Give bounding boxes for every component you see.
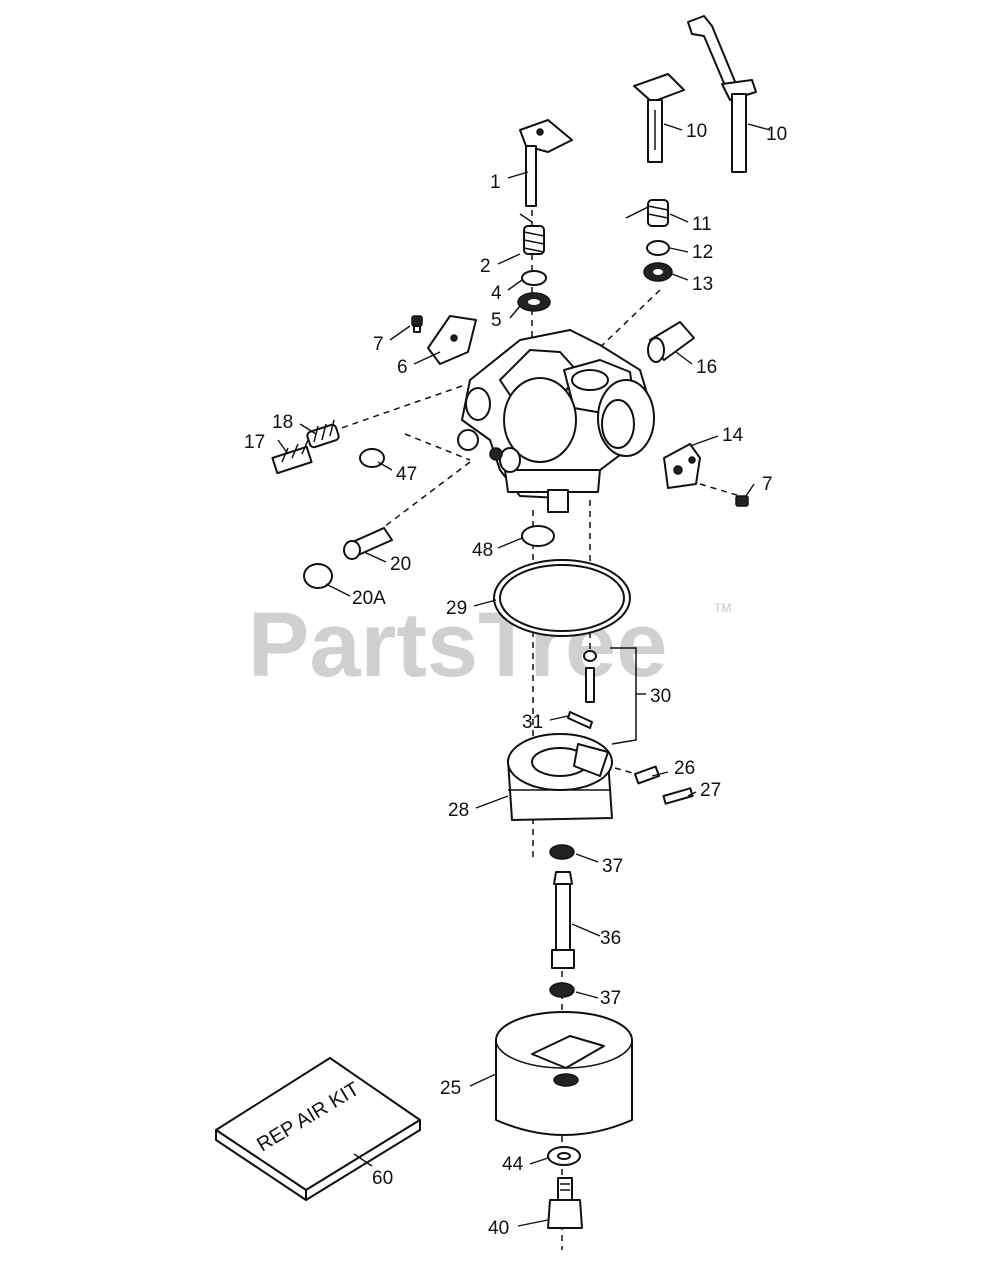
- cap-part-20a: [303, 563, 333, 589]
- float-bowl-part-25: [495, 1011, 633, 1136]
- callout-17: 17: [244, 432, 265, 453]
- washer-part-37b: [549, 982, 575, 998]
- gasket-part-29: [493, 559, 631, 637]
- spring-part-11: [625, 199, 669, 227]
- callout-48: 48: [472, 540, 493, 561]
- pin-part-27: [662, 787, 694, 805]
- callout-37b: 37: [600, 988, 621, 1009]
- callout-13: 13: [692, 274, 713, 295]
- plate-part-14: [663, 443, 701, 489]
- callout-20: 20: [390, 554, 411, 575]
- washer-part-44: [547, 1146, 581, 1166]
- callout-12: 12: [692, 242, 713, 263]
- callout-27: 27: [700, 780, 721, 801]
- bolt-part-36: [551, 871, 575, 969]
- callout-2: 2: [480, 256, 491, 277]
- callout-7a: 7: [373, 334, 384, 355]
- screw-part-7b: [735, 495, 749, 507]
- screw-part-7a: [411, 315, 423, 333]
- choke-shaft-part-10a: [633, 73, 685, 163]
- tube-part-16: [647, 321, 695, 363]
- washer-part-12: [646, 240, 670, 256]
- callout-labels: 1 2 4 5 7 6 10 10 11 12 13 16 14 7 18 17…: [244, 121, 787, 1239]
- spring-part-18: [306, 419, 340, 449]
- choke-shaft-part-10b: [687, 15, 757, 173]
- callout-36: 36: [600, 928, 621, 949]
- repair-kit-part-60: REP AIR KIT: [215, 1057, 421, 1201]
- callout-20a: 20A: [352, 588, 386, 609]
- washer-part-37a: [549, 844, 575, 860]
- callout-40: 40: [488, 1218, 509, 1239]
- callout-60: 60: [372, 1168, 393, 1189]
- leader-lines: [277, 123, 771, 1227]
- callout-1: 1: [490, 172, 501, 193]
- watermark-tm: TM: [714, 601, 731, 615]
- throttle-shaft-part: [519, 119, 573, 207]
- plug-part-47: [359, 448, 385, 468]
- seal-part-5: [517, 292, 551, 312]
- callout-44: 44: [502, 1154, 524, 1175]
- callout-37a: 37: [602, 856, 623, 877]
- callout-6: 6: [397, 357, 408, 378]
- callout-25: 25: [440, 1078, 461, 1099]
- callout-7b: 7: [762, 474, 773, 495]
- jet-part-20: [343, 527, 393, 560]
- callout-4: 4: [491, 283, 502, 304]
- screw-part-17: [271, 439, 313, 475]
- seal-part-13: [643, 262, 673, 282]
- plate-part-6: [427, 315, 477, 365]
- spring-part-2: [519, 213, 545, 255]
- callout-18: 18: [272, 412, 293, 433]
- callout-47: 47: [396, 464, 417, 485]
- callout-16: 16: [696, 357, 717, 378]
- pin-part-31: [567, 711, 593, 729]
- spring-part-26: [633, 765, 661, 785]
- callout-28: 28: [448, 800, 469, 821]
- callout-29: 29: [446, 598, 467, 619]
- callout-31: 31: [522, 712, 543, 733]
- washer-part-4: [521, 270, 547, 286]
- carburetor-body: [457, 329, 655, 513]
- plug-part-48: [521, 525, 555, 547]
- callout-11: 11: [692, 214, 712, 235]
- callout-26: 26: [674, 758, 695, 779]
- callout-14: 14: [722, 425, 744, 446]
- callout-30: 30: [650, 686, 671, 707]
- callout-10a: 10: [686, 121, 707, 142]
- callout-10b: 10: [766, 124, 787, 145]
- callout-5: 5: [491, 310, 502, 331]
- nut-part-40: [547, 1177, 583, 1229]
- float-part-28: [507, 733, 613, 821]
